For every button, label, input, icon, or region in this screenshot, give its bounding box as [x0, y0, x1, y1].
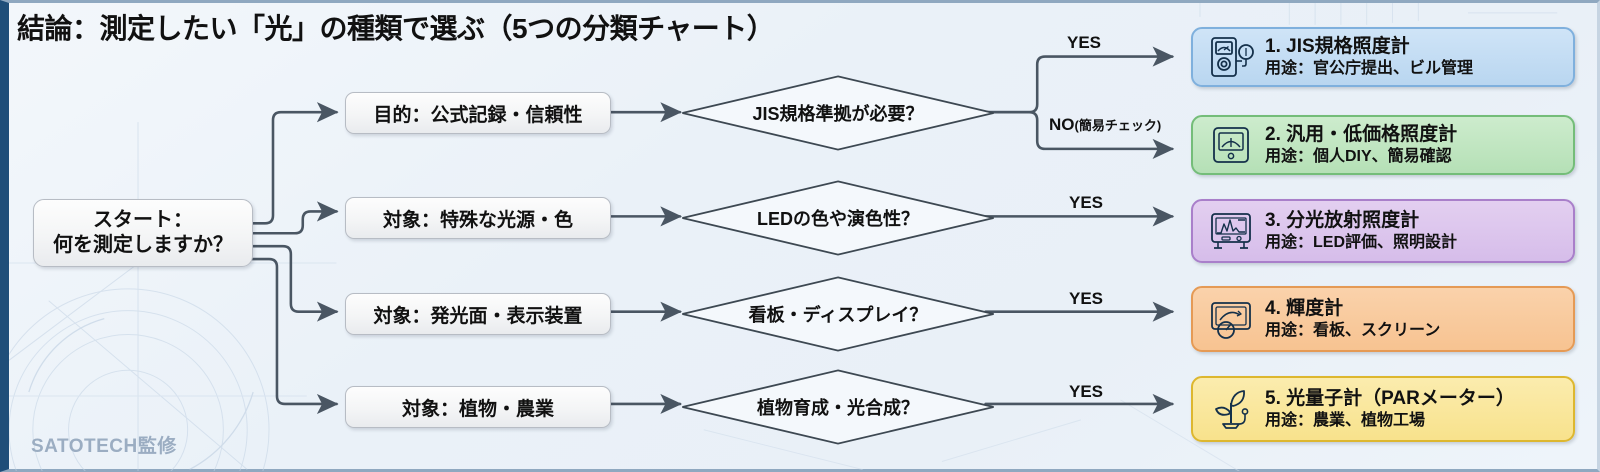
result-card-basic-lux-meter[interactable]: 2. 汎用・低価格照度計 用途：個人DIY、簡易確認 [1191, 115, 1575, 175]
result-title: 3. 分光放射照度計 [1265, 210, 1420, 232]
result-title: 2. 汎用・低価格照度計 [1265, 124, 1458, 146]
page-title: 結論：測定したい「光」の種類で選ぶ（5つの分類チャート） [17, 13, 775, 44]
decision-node-led-color-cri[interactable]: LEDの色や演色性？ [681, 180, 995, 256]
result-card-luminance-meter[interactable]: 4. 輝度計 用途：看板、スクリーン [1191, 286, 1575, 352]
edge-label-yes-4: YES [1069, 382, 1103, 402]
result-card-par-meter[interactable]: 5. 光量子計（PARメーター） 用途：農業、植物工場 [1191, 376, 1575, 442]
no-subtext: (簡易チェック) [1074, 118, 1162, 133]
start-line-1: スタート： [93, 209, 193, 231]
yes-text: YES [1069, 382, 1104, 401]
edge-label-yes-1: YES [1067, 33, 1101, 53]
result-card-spectroradiometer[interactable]: 3. 分光放射照度計 用途：LED評価、照明設計 [1191, 199, 1575, 263]
start-line-2: 何を測定しますか？ [53, 234, 233, 256]
decision-label: JIS規格準拠が必要？ [752, 104, 924, 124]
result-usage: 用途：官公庁提出、ビル管理 [1265, 59, 1474, 77]
result-title: 4. 輝度計 [1265, 298, 1344, 320]
result-title: 5. 光量子計（PARメーター） [1265, 388, 1515, 410]
edge-label-yes-3: YES [1069, 289, 1103, 309]
plant-par-icon [1215, 390, 1249, 429]
diamond-shape-icon [682, 276, 994, 352]
result-usage: 用途：看板、スクリーン [1265, 321, 1441, 339]
result-usage: 用途：個人DIY、簡易確認 [1265, 147, 1452, 165]
category-node-emissive-display[interactable]: 対象：発光面・表示装置 [345, 293, 611, 335]
decision-label: 植物育成・光合成？ [757, 398, 919, 418]
start-node[interactable]: スタート： 何を測定しますか？ [33, 199, 253, 267]
edge-label-no-1: NO(簡易チェック) [1049, 115, 1161, 135]
simple-meter-icon [1213, 127, 1249, 163]
decision-label: 看板・ディスプレイ？ [748, 305, 928, 325]
edge-label-yes-2: YES [1069, 193, 1103, 213]
yes-text: YES [1069, 193, 1104, 212]
yes-text: YES [1067, 33, 1102, 52]
category-label: 対象：特殊な光源・色 [382, 209, 573, 231]
result-usage: 用途：農業、植物工場 [1265, 411, 1426, 429]
watermark-label: SATOTECH監修 [31, 436, 177, 457]
spectrometer-icon [1211, 213, 1251, 249]
category-node-special-source[interactable]: 対象：特殊な光源・色 [345, 197, 611, 239]
decision-node-jis-compliance[interactable]: JIS規格準拠が必要？ [681, 75, 995, 151]
decision-label: LEDの色や演色性？ [757, 209, 919, 229]
result-usage: 用途：LED評価、照明設計 [1265, 233, 1458, 251]
lux-meter-icon [1211, 37, 1254, 77]
no-text: NO [1049, 115, 1075, 134]
luminance-meter-icon [1211, 302, 1251, 339]
diamond-shape-icon [682, 180, 994, 256]
category-label: 対象：発光面・表示装置 [373, 305, 583, 327]
diamond-shape-icon [682, 369, 994, 445]
decision-node-signage-display[interactable]: 看板・ディスプレイ？ [681, 276, 995, 352]
result-title: 1. JIS規格照度計 [1265, 36, 1410, 58]
category-node-purpose-official[interactable]: 目的：公式記録・信頼性 [345, 92, 611, 134]
yes-text: YES [1069, 289, 1104, 308]
decision-node-plant-growth[interactable]: 植物育成・光合成？ [681, 369, 995, 445]
category-label: 目的：公式記録・信頼性 [373, 104, 583, 126]
diamond-shape-icon [682, 75, 994, 151]
category-node-plant-agriculture[interactable]: 対象：植物・農業 [345, 386, 611, 428]
category-label: 対象：植物・農業 [401, 398, 554, 420]
result-card-jis-lux-meter[interactable]: 1. JIS規格照度計 用途：官公庁提出、ビル管理 [1191, 27, 1575, 87]
